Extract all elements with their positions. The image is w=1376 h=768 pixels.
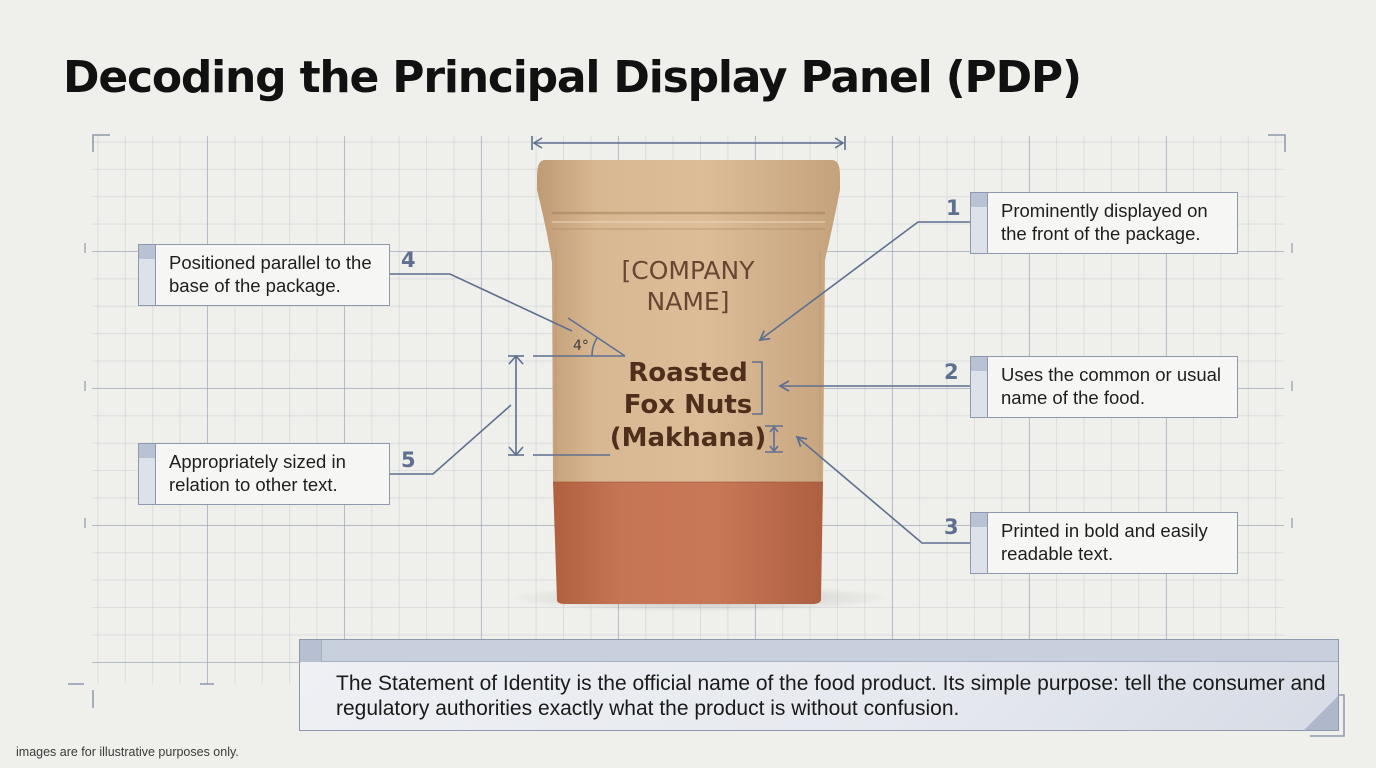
callout-text-3: Printed in bold and easily readable text…	[1001, 520, 1208, 564]
angle-label: 4°	[573, 338, 589, 354]
slide-title: Decoding the Principal Display Panel (PD…	[63, 52, 1082, 103]
callout-box-2: Uses the common or usual name of the foo…	[970, 356, 1238, 418]
product-name-line-3: (Makhana)	[610, 423, 767, 453]
width-dimension-line	[531, 136, 846, 150]
callout-number-1: 1	[946, 196, 961, 220]
height-dimension-line	[508, 354, 625, 457]
callout-tab	[139, 444, 156, 504]
callout-box-4: Positioned parallel to the base of the p…	[138, 244, 390, 306]
package-product-name: Roasted Fox Nuts (Makhana)	[610, 358, 767, 453]
callout-tab	[139, 245, 156, 305]
leader-line-5	[390, 404, 512, 475]
callout-box-3: Printed in bold and easily readable text…	[970, 512, 1238, 574]
callout-number-5: 5	[401, 448, 416, 472]
product-name-bracket	[752, 361, 783, 453]
callout-leader-lines	[390, 221, 970, 544]
leader-line-1	[758, 221, 970, 342]
callout-box-1: Prominently displayed on the front of th…	[970, 192, 1238, 254]
company-name-line-1: [COMPANY	[621, 256, 755, 285]
callout-box-5: Appropriately sized in relation to other…	[138, 443, 390, 505]
callout-number-2: 2	[944, 360, 959, 384]
statement-of-identity-box: The Statement of Identity is the officia…	[299, 639, 1339, 731]
callout-text-2: Uses the common or usual name of the foo…	[1001, 364, 1222, 408]
package-pouch	[510, 160, 890, 612]
illustrative-footnote: images are for illustrative purposes onl…	[16, 745, 239, 759]
product-name-line-1: Roasted	[628, 358, 748, 388]
caption-header-cap	[300, 640, 322, 662]
company-name-line-2: NAME]	[647, 287, 730, 316]
grid-edge-ticks	[84, 243, 1293, 528]
caption-corner-fold	[1304, 696, 1338, 730]
callout-number-4: 4	[401, 248, 416, 272]
statement-text: The Statement of Identity is the officia…	[336, 672, 1326, 720]
leader-line-4	[390, 273, 573, 332]
package-company-name: [COMPANY NAME]	[621, 256, 755, 316]
callout-tab	[971, 513, 988, 573]
callout-number-3: 3	[944, 515, 959, 539]
callout-tab	[971, 357, 988, 417]
callout-tab	[971, 193, 988, 253]
caption-header-bar	[300, 640, 1338, 662]
callout-text-1: Prominently displayed on the front of th…	[1001, 200, 1208, 244]
product-name-line-2: Fox Nuts	[624, 390, 753, 420]
callout-text-5: Appropriately sized in relation to other…	[169, 451, 346, 495]
callout-text-4: Positioned parallel to the base of the p…	[169, 252, 372, 296]
leader-line-3	[795, 435, 970, 544]
angle-indicator	[567, 317, 626, 357]
